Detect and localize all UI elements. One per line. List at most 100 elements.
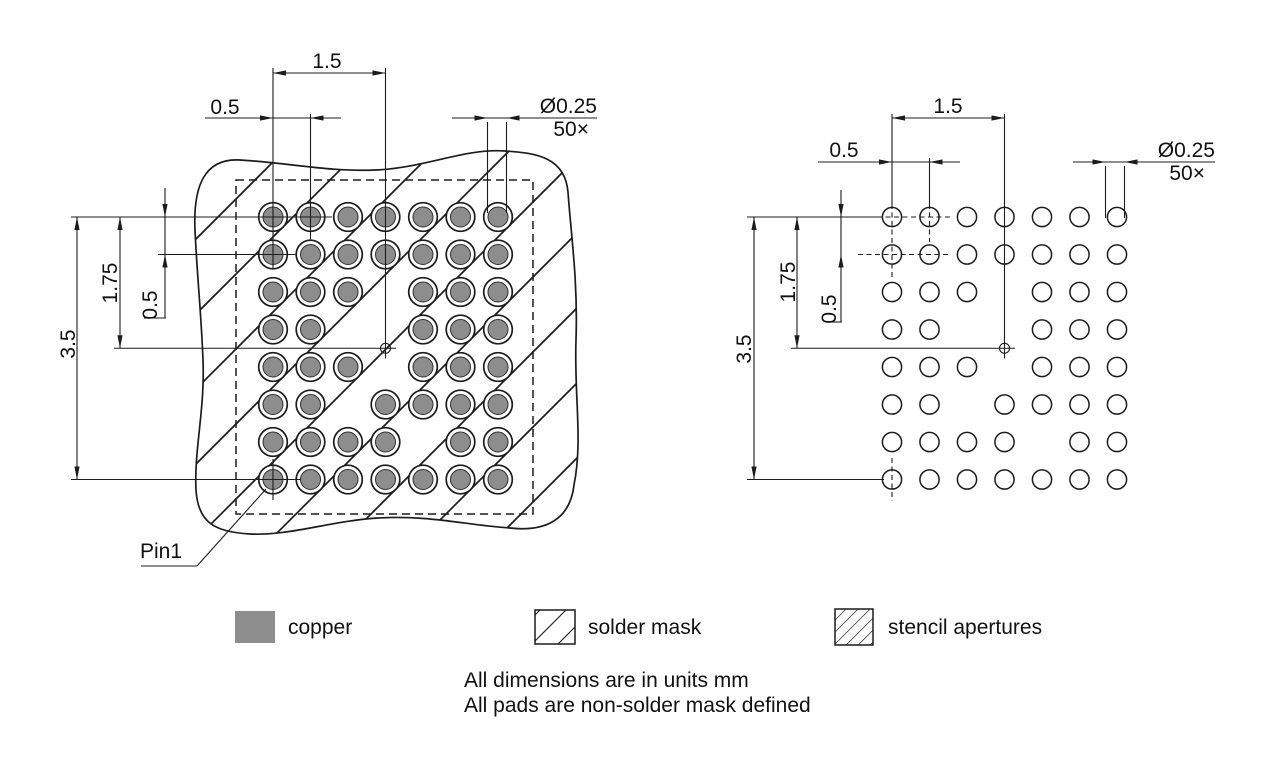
copper-pad xyxy=(337,281,359,303)
copper-pad xyxy=(262,356,284,378)
arrowhead xyxy=(838,254,844,268)
arrowhead xyxy=(794,335,800,349)
stencil-aperture xyxy=(956,356,978,378)
copper-pad xyxy=(262,394,284,415)
arrowhead xyxy=(310,115,324,121)
stencil-aperture xyxy=(1106,319,1128,340)
copper-pad xyxy=(450,319,471,340)
stencil-aperture xyxy=(1106,244,1128,265)
center-mark xyxy=(998,342,1011,354)
copper-pad xyxy=(412,356,434,378)
copper-pad xyxy=(487,469,509,490)
dim-label: Ø0.25 xyxy=(540,95,597,118)
stencil-aperture xyxy=(1069,206,1090,228)
stencil-aperture xyxy=(956,431,978,453)
solder-mask-swatch xyxy=(534,609,576,645)
stencil-aperture xyxy=(1031,281,1053,303)
left-centerlines xyxy=(71,68,396,500)
stencil-aperture-array xyxy=(881,206,1128,490)
dim-label: 3.5 xyxy=(733,334,756,363)
copper-pad xyxy=(412,469,434,490)
stencil-aperture xyxy=(919,469,940,490)
stencil-aperture xyxy=(1106,356,1128,378)
stencil-aperture xyxy=(956,281,978,303)
arrowhead xyxy=(273,70,286,76)
stencil-aperture xyxy=(956,244,978,265)
arrowhead xyxy=(1092,159,1106,165)
dim-label: 1.5 xyxy=(933,95,962,118)
copper-pad xyxy=(412,206,434,228)
arrowhead xyxy=(474,115,488,121)
copper-pad xyxy=(412,319,434,340)
legend-item-stencil-apertures: stencil apertures xyxy=(834,608,1042,646)
stencil-swatch-hatch xyxy=(835,609,873,645)
arrowhead xyxy=(117,217,123,230)
copper-pad xyxy=(487,394,509,415)
dim-label: 0.5 xyxy=(210,96,239,119)
copper-pad xyxy=(337,356,359,378)
copper-pad xyxy=(300,431,321,453)
stencil-aperture xyxy=(881,281,903,303)
copper-pad xyxy=(487,281,509,303)
dim-label: 3.5 xyxy=(57,329,80,358)
dim-label: 1.75 xyxy=(99,263,122,304)
dim-label: Ø0.25 xyxy=(1158,139,1215,162)
copper-pad xyxy=(487,244,509,265)
right-dim-diameter: Ø0.25 50× xyxy=(1073,139,1215,218)
dim-label: 0.5 xyxy=(818,294,841,323)
arrowhead xyxy=(879,159,892,165)
stencil-aperture xyxy=(1069,469,1090,490)
copper-pad xyxy=(375,469,396,490)
stencil-aperture xyxy=(919,319,940,340)
arrowhead xyxy=(74,217,80,230)
stencil-aperture xyxy=(1031,469,1053,490)
arrowhead xyxy=(929,159,943,165)
copper-swatch xyxy=(235,611,275,643)
copper-pad xyxy=(412,394,434,415)
left-dim-3.5: 3.5 xyxy=(57,217,80,480)
right-dim-1.75: 1.75 xyxy=(777,217,800,349)
copper-pad xyxy=(300,356,321,378)
arrowhead xyxy=(838,204,844,217)
legend-label: solder mask xyxy=(588,616,702,639)
note-units: All dimensions are in units mm xyxy=(464,669,749,692)
dim-label: 1.75 xyxy=(777,262,800,303)
stencil-aperture xyxy=(881,431,903,453)
stencil-aperture xyxy=(919,356,940,378)
stencil-aperture xyxy=(1031,394,1053,415)
stencil-aperture xyxy=(881,394,903,415)
stencil-aperture xyxy=(994,431,1015,453)
arrowhead xyxy=(260,115,273,121)
left-dim-0.5-vertical: 0.5 xyxy=(139,188,168,320)
stencil-aperture xyxy=(881,356,903,378)
arrowhead xyxy=(117,335,123,349)
copper-pad xyxy=(412,281,434,303)
copper-pad xyxy=(375,431,396,453)
left-dim-1.75: 1.75 xyxy=(99,217,123,349)
copper-pad xyxy=(487,431,509,453)
arrowhead xyxy=(991,115,1005,121)
notes: All dimensions are in units mm All pads … xyxy=(464,669,811,717)
left-dim-1.5: 1.5 xyxy=(273,50,386,76)
solder-mask-hatch-line xyxy=(469,150,579,535)
copper-pad xyxy=(300,394,321,415)
stencil-aperture xyxy=(1069,394,1090,415)
right-dim-0.5-vertical: 0.5 xyxy=(818,190,844,324)
stencil-aperture xyxy=(1031,356,1053,378)
legend: copper solder mask stencil apertures xyxy=(235,608,1042,646)
stencil-aperture xyxy=(1031,206,1053,228)
stencil-aperture xyxy=(881,319,903,340)
center-mark xyxy=(379,342,392,354)
dim-label: 0.5 xyxy=(139,290,162,319)
arrowhead xyxy=(794,217,800,230)
copper-pad xyxy=(450,394,471,415)
right-view-stencil: 1.5 0.5 Ø0.25 50× 0.5 xyxy=(733,95,1215,501)
copper-pad xyxy=(300,281,321,303)
hatch-line xyxy=(535,610,567,642)
arrowhead xyxy=(74,466,80,480)
pin1-label: Pin1 xyxy=(140,540,182,563)
copper-pad xyxy=(450,431,471,453)
stencil-aperture xyxy=(1106,469,1128,490)
copper-pad xyxy=(450,244,471,265)
